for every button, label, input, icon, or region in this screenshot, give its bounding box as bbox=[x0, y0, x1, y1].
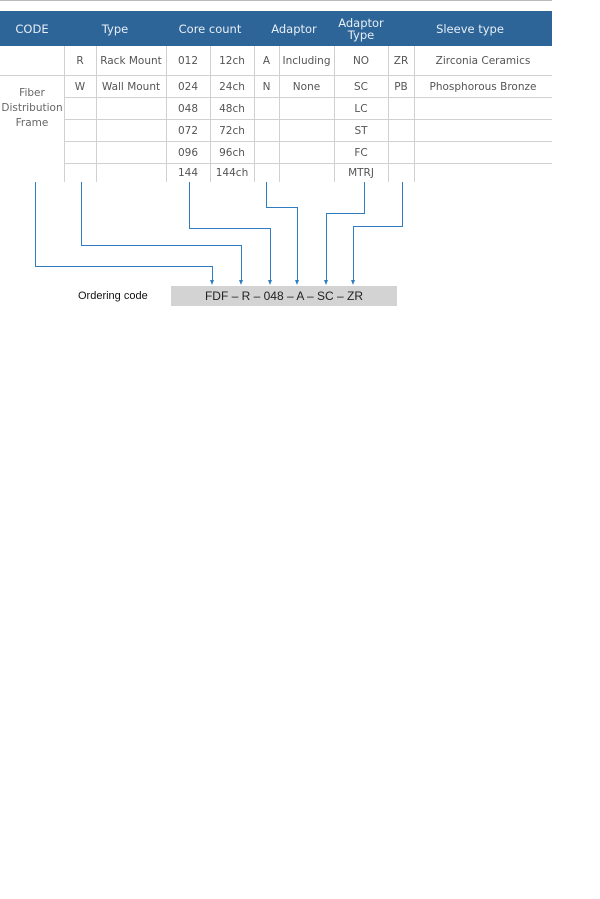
table-cell: 12ch bbox=[219, 55, 245, 67]
connector-line bbox=[266, 182, 267, 207]
header-adaptor: Adaptor bbox=[271, 21, 317, 36]
header-core-count: Core count bbox=[178, 21, 242, 36]
table-cell: Rack Mount bbox=[100, 55, 162, 67]
product-name: Fiber Distribution Frame bbox=[1, 87, 63, 129]
table-cell: 048 bbox=[177, 103, 199, 115]
connector-line bbox=[189, 228, 270, 229]
table-cell: NO bbox=[352, 55, 370, 67]
header-sleeve-type: Sleeve type bbox=[436, 21, 504, 36]
arrow-icon bbox=[268, 280, 272, 285]
column-divider bbox=[388, 46, 389, 182]
table-cell: 096 bbox=[177, 147, 199, 159]
arrow-icon bbox=[210, 280, 214, 285]
table-cell: 48ch bbox=[219, 103, 245, 115]
table-cell: 24ch bbox=[219, 81, 245, 93]
table-cell: ZR bbox=[393, 55, 409, 67]
row-divider bbox=[64, 97, 552, 98]
table-header: CODE Type Core count Adaptor Adaptor Typ… bbox=[0, 11, 552, 46]
table-cell: A bbox=[262, 55, 271, 67]
table-cell: ST bbox=[354, 125, 368, 137]
table-cell: 024 bbox=[177, 81, 199, 93]
column-divider bbox=[279, 46, 280, 182]
arrow-icon bbox=[351, 280, 355, 285]
connector-line bbox=[212, 266, 213, 280]
connector-line bbox=[326, 213, 365, 214]
connector-line bbox=[81, 182, 82, 245]
table-cell: 144 bbox=[177, 167, 199, 179]
connector-line bbox=[353, 226, 403, 227]
column-divider bbox=[254, 46, 255, 182]
column-divider bbox=[166, 46, 167, 182]
row-divider bbox=[64, 163, 552, 164]
header-code: CODE bbox=[15, 21, 49, 36]
table-cell: 072 bbox=[177, 125, 199, 137]
connector-line bbox=[266, 207, 297, 208]
table-cell: None bbox=[292, 81, 321, 93]
column-divider bbox=[96, 46, 97, 182]
table-cell: FC bbox=[354, 147, 368, 159]
row-divider bbox=[64, 141, 552, 142]
column-divider bbox=[334, 46, 335, 182]
connector-line bbox=[35, 182, 36, 266]
top-divider bbox=[0, 0, 552, 1]
connector-line bbox=[35, 266, 212, 267]
connector-line bbox=[189, 182, 190, 228]
table-cell: LC bbox=[354, 103, 368, 115]
ordering-code-label: Ordering code bbox=[78, 290, 148, 302]
connector-line bbox=[270, 228, 271, 280]
header-adaptor-type: Adaptor Type bbox=[338, 15, 384, 42]
table-cell: MTRJ bbox=[348, 167, 374, 179]
connector-line bbox=[402, 182, 403, 226]
table-cell: PB bbox=[394, 81, 408, 93]
header-type: Type bbox=[101, 21, 129, 36]
column-divider bbox=[64, 46, 65, 182]
column-divider bbox=[414, 46, 415, 182]
table-cell: 012 bbox=[177, 55, 199, 67]
table-cell: Wall Mount bbox=[101, 81, 161, 93]
table-cell: W bbox=[74, 81, 86, 93]
ordering-table: Fiber Distribution Frame R Rack Mount 01… bbox=[0, 46, 552, 182]
connector-line bbox=[81, 245, 241, 246]
table-cell: Phosphorous Bronze bbox=[429, 81, 537, 93]
connector-line bbox=[353, 226, 354, 280]
arrow-icon bbox=[324, 280, 328, 285]
arrow-icon bbox=[239, 280, 243, 285]
connector-line bbox=[326, 213, 327, 280]
table-cell: Including bbox=[282, 55, 331, 67]
row-divider bbox=[0, 75, 552, 76]
connector-line bbox=[364, 182, 365, 213]
connector-line bbox=[297, 207, 298, 280]
row-divider bbox=[64, 119, 552, 120]
column-divider bbox=[210, 46, 211, 182]
table-cell: Zirconia Ceramics bbox=[435, 55, 531, 67]
arrow-icon bbox=[295, 280, 299, 285]
table-cell: N bbox=[262, 81, 271, 93]
ordering-code-value: FDF – R – 048 – A – SC – ZR bbox=[171, 286, 397, 306]
table-cell: 72ch bbox=[219, 125, 245, 137]
table-cell: 96ch bbox=[219, 147, 245, 159]
connector-line bbox=[241, 245, 242, 280]
table-cell: SC bbox=[354, 81, 368, 93]
table-cell: R bbox=[76, 55, 84, 67]
table-cell: 144ch bbox=[215, 167, 249, 179]
